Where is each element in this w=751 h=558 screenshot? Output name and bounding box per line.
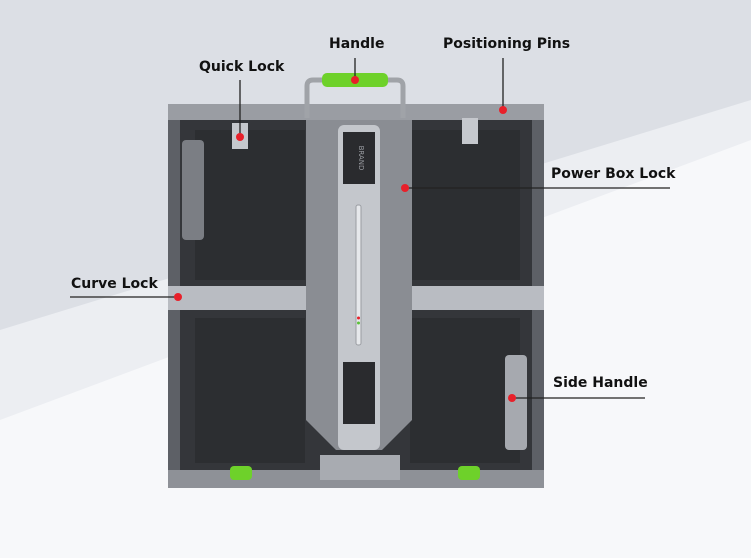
power-box: BRAND (306, 120, 412, 450)
callout-lines (70, 58, 670, 399)
brand-label: BRAND (357, 146, 365, 171)
label-side-handle: Side Handle (553, 375, 648, 391)
label-positioning-pins: Positioning Pins (443, 36, 571, 52)
label-power-box-lock: Power Box Lock (551, 166, 676, 182)
callout-dots (174, 76, 516, 402)
side-handle (505, 355, 527, 450)
label-handle: Handle (329, 36, 385, 52)
label-curve-lock: Curve Lock (71, 276, 158, 292)
label-quick-lock: Quick Lock (199, 59, 285, 75)
cabinet (168, 104, 544, 488)
